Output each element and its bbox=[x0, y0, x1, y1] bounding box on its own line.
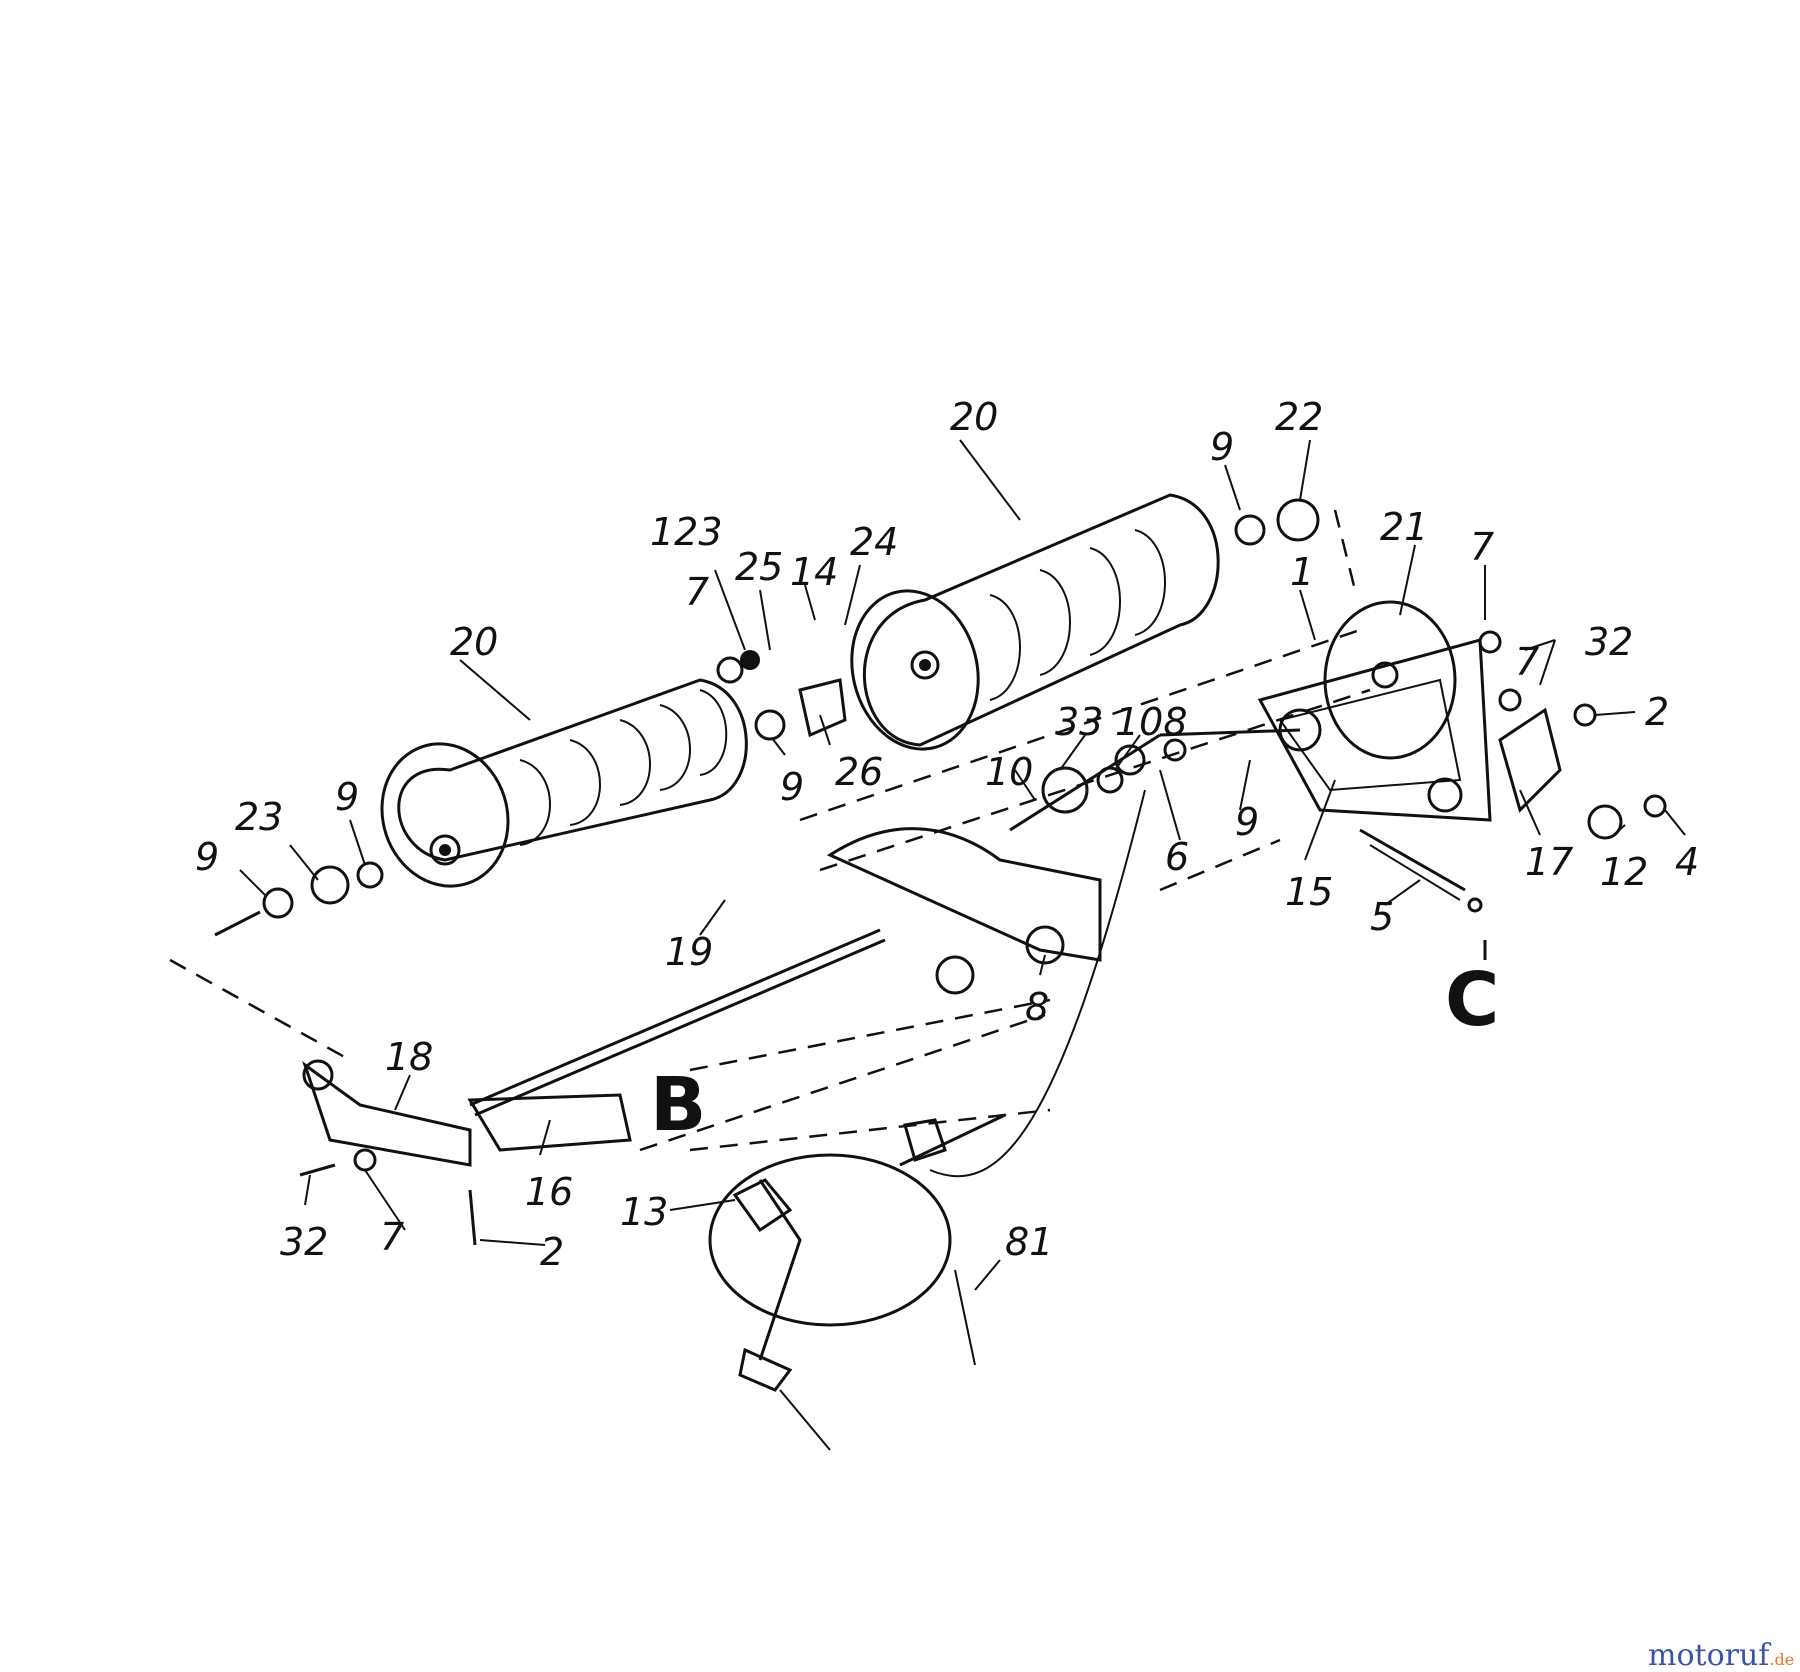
callout-33: 33 bbox=[1055, 700, 1103, 744]
watermark-name: motoruf bbox=[1648, 1638, 1771, 1672]
right-roller bbox=[850, 493, 1220, 751]
drive-wheel-and-bracket bbox=[1159, 600, 1562, 822]
callout-13: 13 bbox=[620, 1190, 668, 1234]
callout-9: 9 bbox=[780, 765, 804, 809]
callout-23: 23 bbox=[235, 795, 283, 839]
callout-20-right-roller: 20 bbox=[950, 395, 998, 439]
callout-9: 9 bbox=[1210, 425, 1234, 469]
small-parts bbox=[214, 498, 1667, 1246]
dashed-guides bbox=[169, 509, 1371, 1152]
callout-22: 22 bbox=[1275, 395, 1323, 439]
callout-32: 32 bbox=[1585, 620, 1633, 664]
callout-25: 25 bbox=[735, 545, 783, 589]
callout-24: 24 bbox=[850, 520, 898, 564]
watermark-tld: .de bbox=[1769, 1650, 1794, 1669]
callout-21: 21 bbox=[1380, 505, 1428, 549]
callout-7: 7 bbox=[1515, 640, 1539, 684]
svg-text:motoruf.de: motoruf.de bbox=[1648, 1638, 1794, 1672]
callout-108: 108 bbox=[1115, 700, 1188, 744]
callout-14: 14 bbox=[790, 550, 838, 594]
callout-12: 12 bbox=[1600, 850, 1648, 894]
callout-4: 4 bbox=[1675, 840, 1699, 884]
callout-1: 1 bbox=[1290, 550, 1314, 594]
callout-2: 2 bbox=[1645, 690, 1669, 734]
view-markers: B C bbox=[650, 940, 1499, 1148]
callout-81: 81 bbox=[1005, 1220, 1053, 1264]
callout-15: 15 bbox=[1285, 870, 1333, 914]
callout-20-left-roller: 20 bbox=[450, 620, 498, 664]
callout-2: 2 bbox=[540, 1230, 564, 1274]
leader-lines bbox=[239, 439, 1686, 1291]
callout-7: 7 bbox=[380, 1215, 404, 1259]
engine-hub-and-cable bbox=[708, 789, 1146, 1451]
callout-18: 18 bbox=[385, 1035, 433, 1079]
left-roller bbox=[380, 678, 748, 888]
callout-8: 8 bbox=[1025, 985, 1049, 1029]
callout-5: 5 bbox=[1370, 895, 1394, 939]
callout-9: 9 bbox=[195, 835, 219, 879]
callout-123: 123 bbox=[650, 510, 723, 554]
callout-32: 32 bbox=[280, 1220, 328, 1264]
callout-9: 9 bbox=[1235, 800, 1259, 844]
callout-labels: 20 9 22 21 7 32 7 2 4 12 17 5 15 1 9 6 1… bbox=[195, 395, 1699, 1274]
callout-17: 17 bbox=[1525, 840, 1573, 884]
view-marker-c: C bbox=[1445, 957, 1499, 1043]
callout-10: 10 bbox=[985, 750, 1033, 794]
callout-9: 9 bbox=[335, 775, 359, 819]
callout-7: 7 bbox=[1470, 525, 1494, 569]
callout-19: 19 bbox=[665, 930, 713, 974]
callout-16: 16 bbox=[525, 1170, 573, 1214]
watermark: motoruf.de bbox=[1648, 1638, 1794, 1672]
view-marker-b: B bbox=[650, 1062, 706, 1148]
linkage-rods bbox=[302, 928, 975, 1167]
callout-6: 6 bbox=[1165, 835, 1189, 879]
callout-26: 26 bbox=[835, 750, 883, 794]
callout-7: 7 bbox=[685, 570, 709, 614]
